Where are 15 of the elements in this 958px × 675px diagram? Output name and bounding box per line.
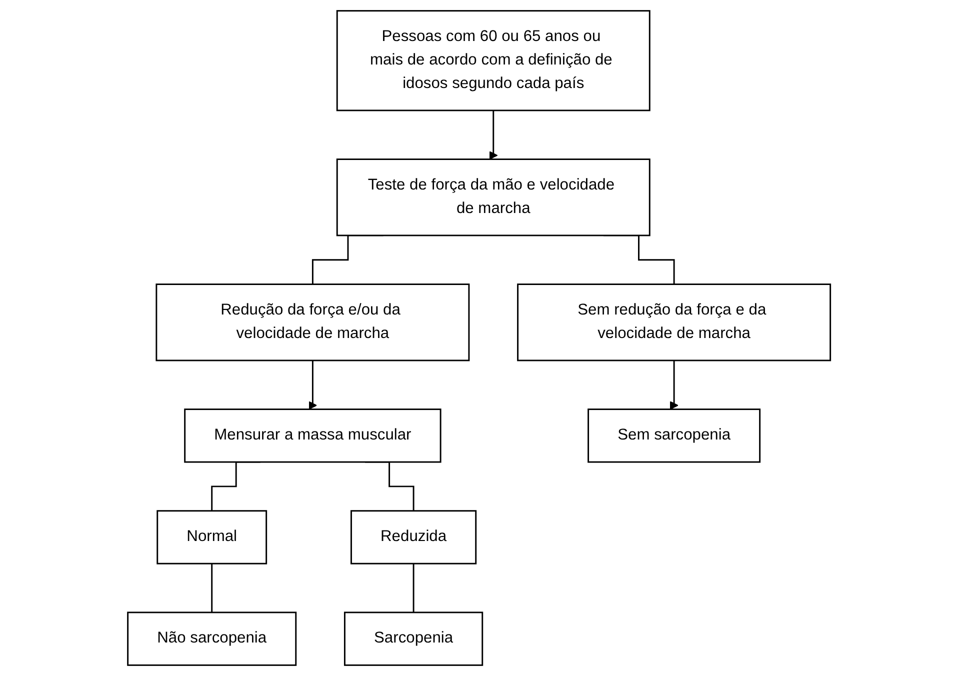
node-box: Sem sarcopenia [587, 408, 760, 462]
arrow [489, 109, 498, 160]
node-box: Sem redução da força e da velocidade de marcha [516, 283, 831, 361]
arrow [308, 359, 317, 410]
connector [412, 562, 414, 613]
node-box: Mensurar a massa muscular [184, 408, 442, 462]
node-box: Pessoas com 60 ou 65 anos ou mais de acordo com a definição de idosos segundo cada país [336, 10, 650, 111]
node-box: Sarcopenia [344, 611, 484, 666]
node-box: Não sarcopenia [127, 611, 297, 666]
node-box: Normal [156, 510, 267, 564]
connector [211, 562, 212, 613]
arrow [670, 359, 678, 410]
node-box: Reduzida [350, 510, 477, 564]
node-box: Teste de força da mão e velocidade de marcha [336, 158, 650, 236]
node-box: Redução da força e/ou da velocidade de marcha [156, 283, 470, 361]
